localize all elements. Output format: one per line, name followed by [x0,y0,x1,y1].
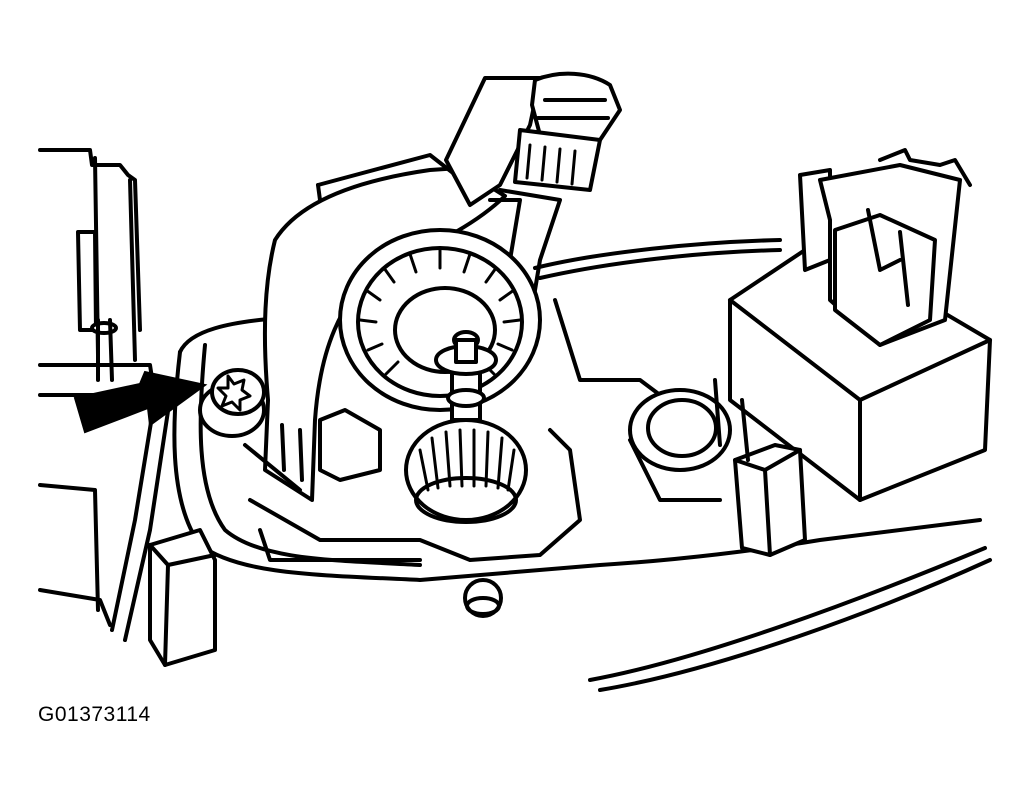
ring-gear [338,228,542,412]
small-block-left [148,528,217,667]
connector-block [728,148,992,502]
pinion-gear [404,330,528,524]
small-plug [463,578,503,618]
left-panel [38,148,172,642]
drive-shaft [444,71,622,322]
mounting-plate [243,408,582,562]
torx-bolt [198,368,266,438]
callout-arrow-icon [73,370,208,434]
round-post [553,298,732,502]
small-block-right [713,378,807,557]
figure-id-label: G01373114 [38,703,151,726]
